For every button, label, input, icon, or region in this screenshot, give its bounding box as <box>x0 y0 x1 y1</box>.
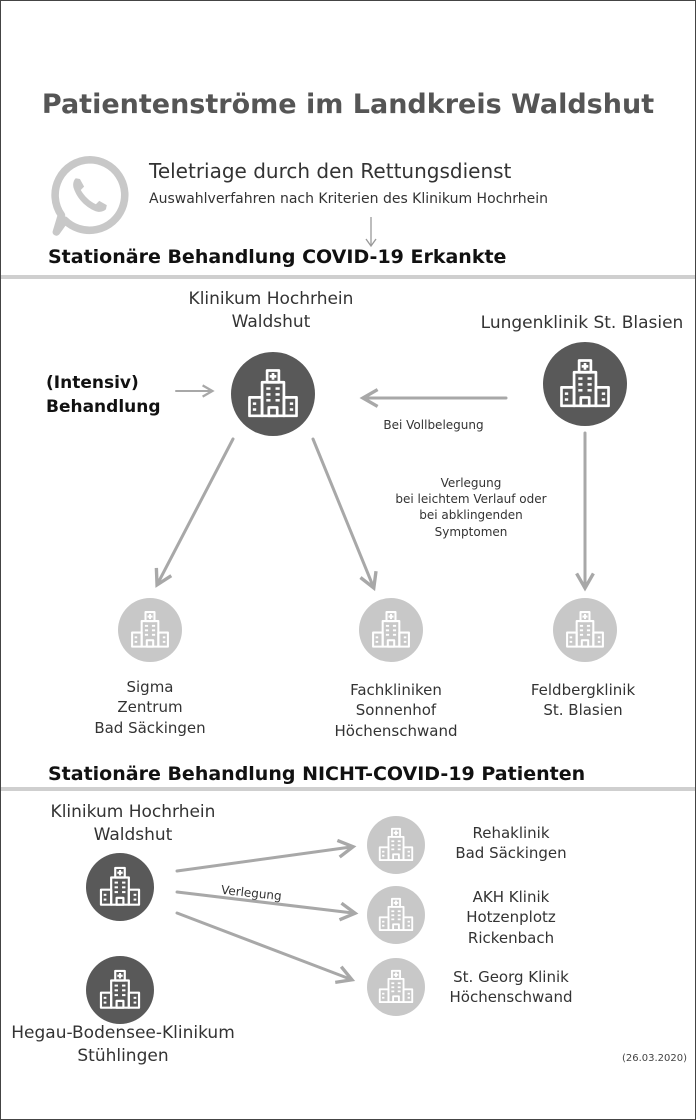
main-hospital-city: Waldshut <box>231 311 311 332</box>
arrow-main-to-fachkliniken <box>311 437 378 592</box>
page-title: Patientenströme im Landkreis Waldshut <box>41 89 655 120</box>
target-label-line: Feldbergklinik <box>530 681 636 699</box>
target-label-line: Fachkliniken <box>350 681 442 699</box>
target-label-sigma: Sigma Zentrum Bad Säckingen <box>80 677 220 738</box>
target-label-line: Bad Säckingen <box>94 718 206 737</box>
down-arrow-icon <box>365 217 377 248</box>
target-label-akh: AKH Klinik Hotzenplotz Rickenbach <box>441 887 581 948</box>
target-label-line: Hotzenplotz <box>466 908 556 927</box>
hospital-icon-feldbergklinik <box>553 598 617 662</box>
date-stamp: (26.03.2020) <box>621 1053 687 1064</box>
target-label-line: St. Blasien <box>543 701 623 720</box>
target-label-line: Rehaklinik <box>472 824 550 842</box>
hospital-icon-hegau-bodensee <box>86 956 154 1024</box>
transfer-note: Verlegung bei leichtem Verlauf oder bei … <box>371 475 571 540</box>
target-label-line: Sigma <box>126 678 174 696</box>
hospital-name: Hegau-Bodensee-Klinikum <box>11 1023 235 1043</box>
target-label-fachkliniken: Fachkliniken Sonnenhof Höchenschwand <box>316 680 476 741</box>
transfer-note-line: bei leichtem Verlauf oder <box>395 492 547 507</box>
main-hospital-name: Klinikum Hochrhein <box>188 289 354 309</box>
target-label-line: Sonnenhof <box>355 701 437 720</box>
triage-subtitle: Auswahlverfahren nach Kriterien des Klin… <box>149 191 548 207</box>
hospital-icon-st-georg <box>367 958 425 1016</box>
hospital-icon-fachkliniken <box>359 598 423 662</box>
hospital-city: Stühlingen <box>77 1045 169 1066</box>
lung-clinic-label: Lungenklinik St. Blasien <box>480 313 684 333</box>
noncovid-main-hospital-label: Klinikum Hochrhein Waldshut <box>23 801 243 847</box>
arrow-main-to-sigma <box>154 437 235 588</box>
divider <box>1 275 695 279</box>
transfer-note-line: bei abklingenden <box>419 508 523 523</box>
target-label-line: Höchenschwand <box>334 721 458 740</box>
arrow-to-st-georg <box>175 911 356 985</box>
hospital-icon-lungenklinik <box>543 342 627 426</box>
hospital-icon-rehaklinik <box>367 816 425 874</box>
target-label-line: Bad Säckingen <box>455 844 567 863</box>
target-label-rehaklinik: Rehaklinik Bad Säckingen <box>441 823 581 864</box>
target-label-line: Höchenschwand <box>449 988 573 1007</box>
main-hospital-name: Klinikum Hochrhein <box>50 802 216 822</box>
transfer-label: Verlegung <box>220 882 283 904</box>
main-hospital-label: Klinikum Hochrhein Waldshut <box>151 288 391 334</box>
target-label-feldbergklinik: Feldbergklinik St. Blasien <box>513 680 653 721</box>
arrow-to-rehaklinik <box>175 838 357 873</box>
hegau-bodensee-label: Hegau-Bodensee-Klinikum Stühlingen <box>5 1022 241 1068</box>
hospital-icon-klinikum-hochrhein <box>231 352 315 436</box>
intensive-care-label: (Intensiv) Behandlung <box>46 372 161 420</box>
transfer-note-line: Symptomen <box>434 524 508 539</box>
target-label-line: St. Georg Klinik <box>453 968 569 986</box>
whatsapp-phone-icon <box>51 155 129 236</box>
target-label-st-georg: St. Georg Klinik Höchenschwand <box>431 967 591 1008</box>
hospital-icon-sigma-zentrum <box>118 598 182 662</box>
hospital-icon-klinikum-hochrhein-2 <box>86 853 154 921</box>
intensive-care-line1: (Intensiv) <box>46 373 139 393</box>
covid-section-heading: Stationäre Behandlung COVID-19 Erkankte <box>48 246 507 268</box>
intensive-care-line2: Behandlung <box>46 396 161 417</box>
overflow-label: Bei Vollbelegung <box>383 418 484 432</box>
target-label-line: Zentrum <box>117 698 183 717</box>
hospital-icon-akh-klinik <box>367 886 425 944</box>
target-label-line: AKH Klinik <box>472 888 550 906</box>
divider <box>1 787 695 791</box>
main-hospital-city: Waldshut <box>93 824 173 845</box>
target-label-line: Rickenbach <box>467 928 555 947</box>
transfer-note-line: Verlegung <box>440 476 502 490</box>
noncovid-section-heading: Stationäre Behandlung NICHT-COVID-19 Pat… <box>48 763 586 785</box>
triage-title: Teletriage durch den Rettungsdienst <box>149 159 512 183</box>
